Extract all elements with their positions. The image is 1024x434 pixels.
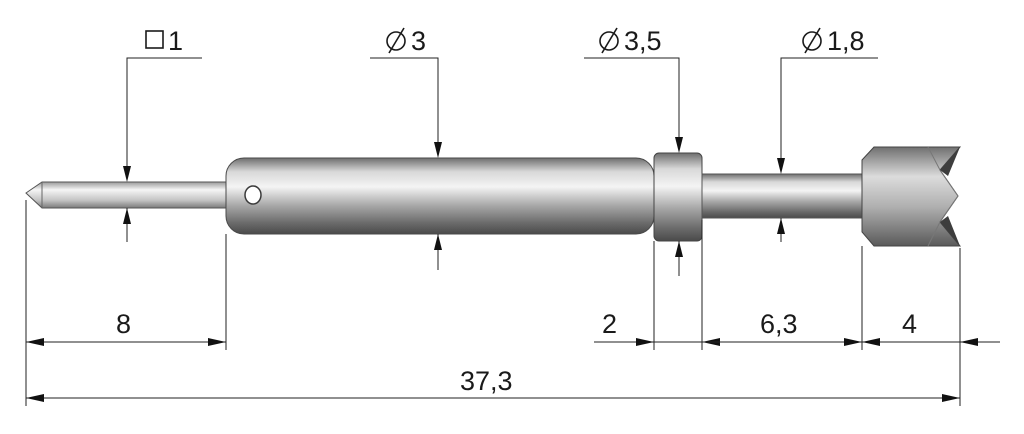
diameter-symbol-icon: [599, 27, 619, 54]
label-neck-length: 6,3: [760, 309, 798, 339]
square-symbol-icon: [145, 30, 164, 49]
leader-dia-neck: 1,8: [777, 26, 878, 242]
diameter-symbol-icon: [386, 27, 406, 54]
label-tip-length: 8: [116, 309, 131, 339]
label-dia-collar: 3,5: [624, 26, 662, 56]
dim-tip-length: 8: [26, 309, 226, 346]
label-square-tip: 1: [168, 26, 183, 56]
crown-head: [861, 146, 962, 247]
leader-dia-collar: 3,5: [584, 26, 683, 276]
diameter-symbol-icon: [802, 27, 822, 54]
main-shaft: [225, 157, 655, 235]
cross-hole: [244, 185, 262, 205]
label-collar-length: 2: [602, 309, 617, 339]
label-dia-shaft: 3: [411, 26, 426, 56]
dim-overall-length: 37,3: [26, 366, 960, 402]
leader-dia-shaft: 3: [370, 26, 442, 270]
extension-lines: [25, 200, 961, 406]
dim-crown-length: 4: [862, 309, 1000, 346]
label-crown-length: 4: [902, 309, 917, 339]
probe-pin: [25, 146, 962, 247]
neck: [701, 173, 863, 219]
pin-tip: [25, 181, 227, 209]
dim-neck-length: 6,3: [702, 309, 862, 346]
label-dia-neck: 1,8: [827, 26, 865, 56]
collar: [653, 152, 703, 242]
leader-square-tip: 1: [123, 26, 202, 242]
label-overall-length: 37,3: [460, 366, 513, 396]
dim-collar-length: 2: [594, 309, 720, 346]
